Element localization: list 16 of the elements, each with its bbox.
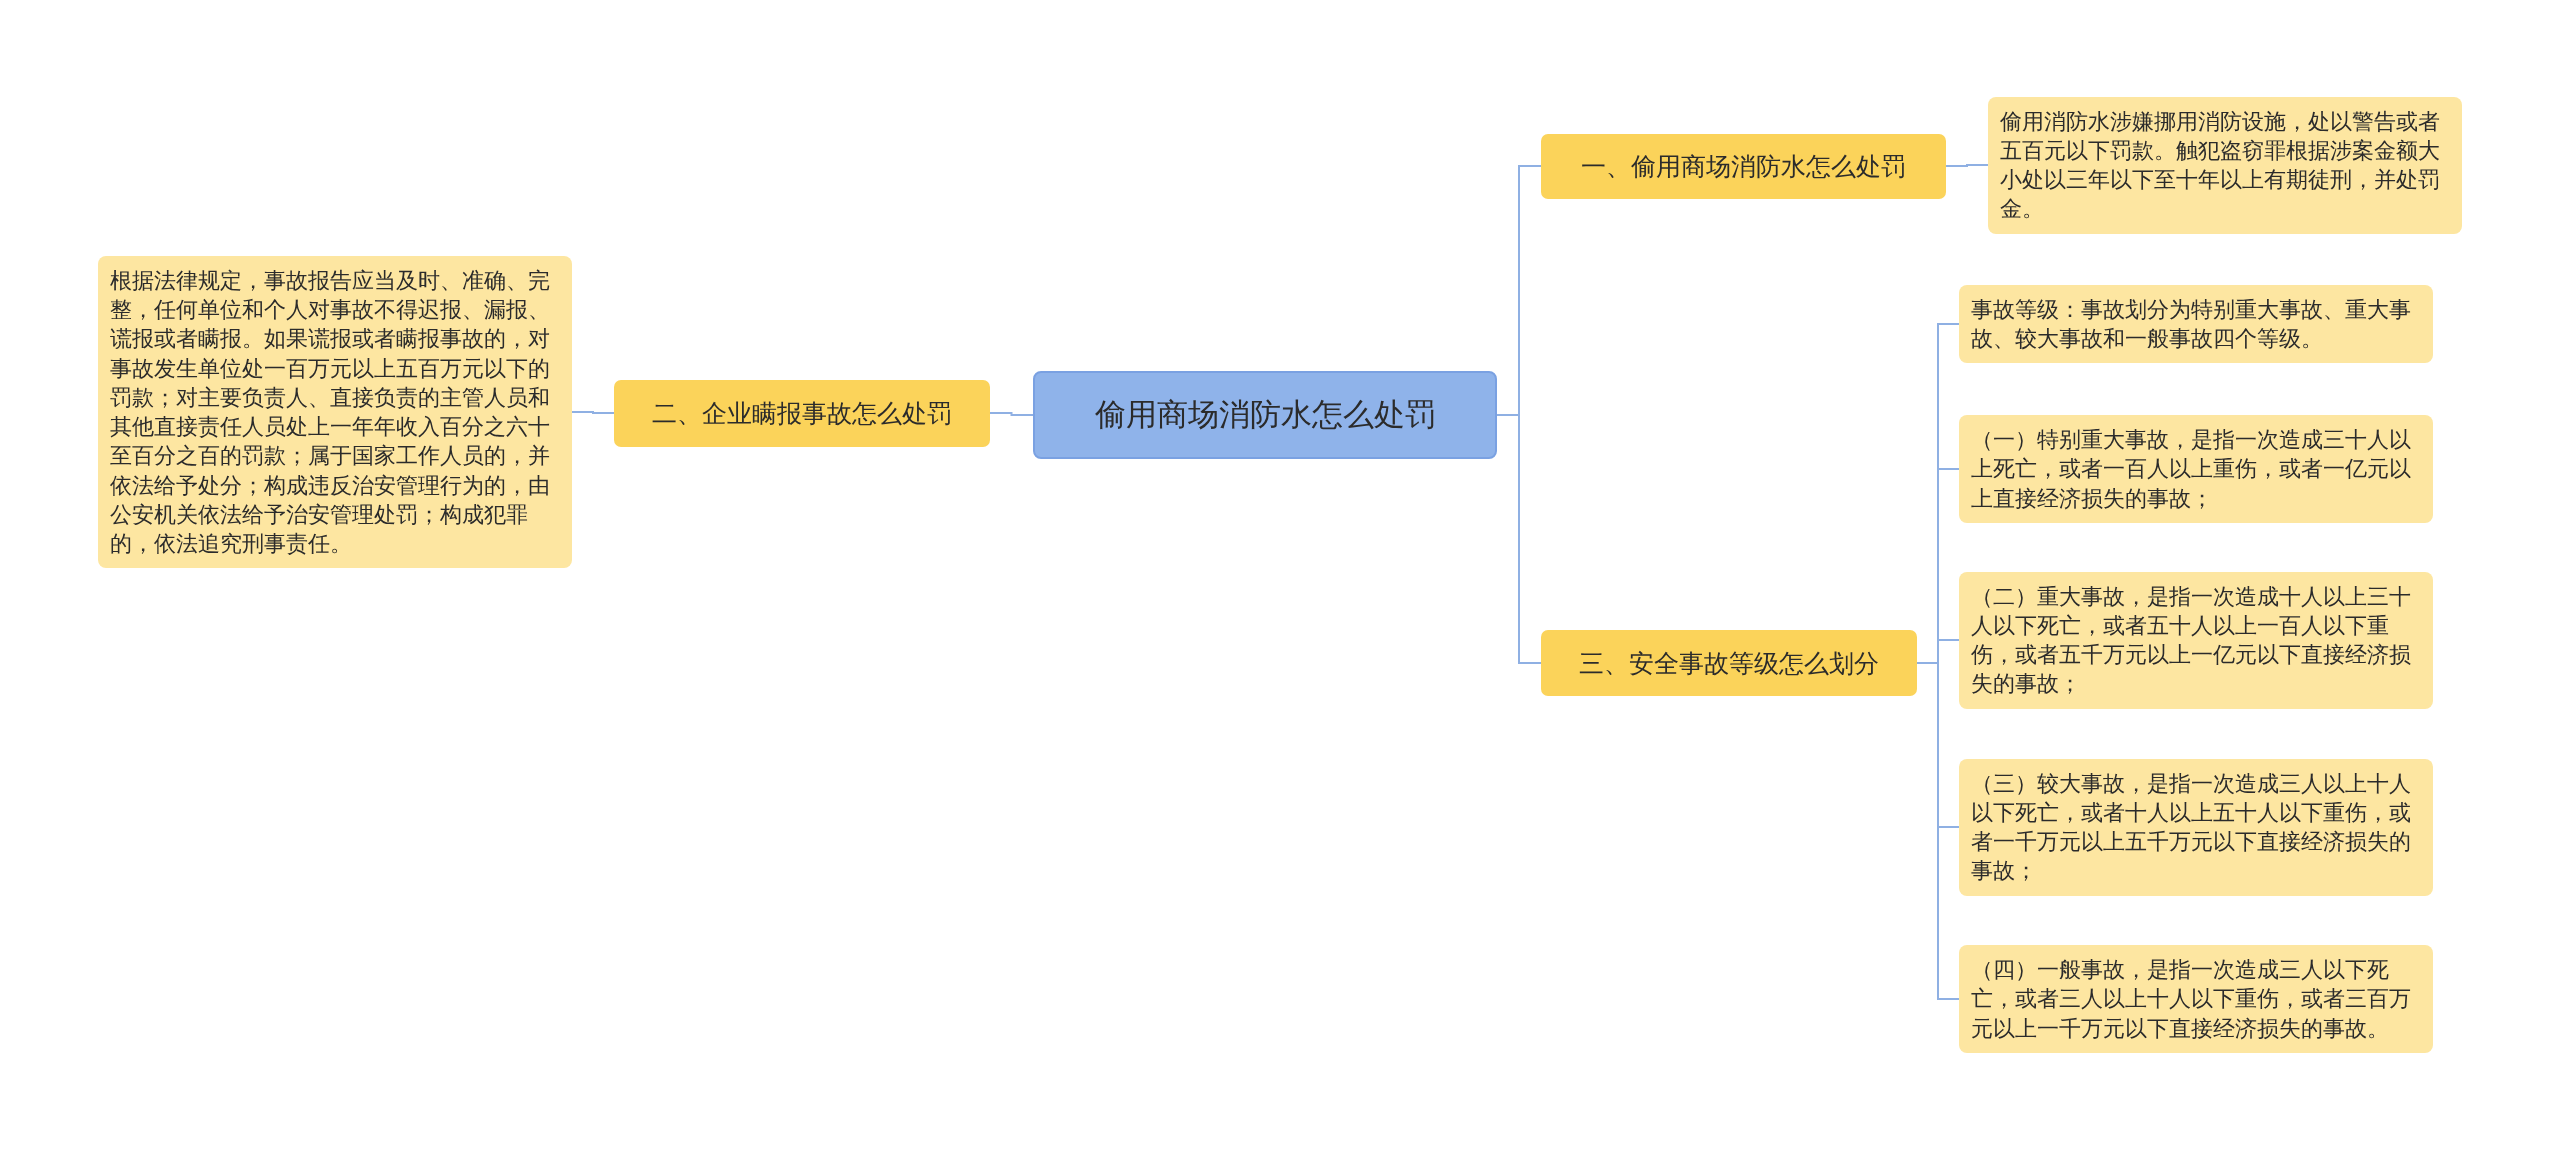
- central-topic-box: 偷用商场消防水怎么处罚: [1033, 371, 1497, 459]
- note-box: （四）一般事故，是指一次造成三人以下死亡，或者三人以上十人以下重伤，或者三百万元以上一千万元以下直接经济损失的事故。: [1959, 945, 2433, 1053]
- note-box: 偷用消防水涉嫌挪用消防设施，处以警告或者五百元以下罚款。触犯盗窃罪根据涉案金额大小处以三年以下至十年以上有期徒刑，并处罚金。: [1988, 96, 2462, 234]
- branch-topic-box: 二、企业瞒报事故怎么处罚: [614, 379, 990, 447]
- note-box: （三）较大事故，是指一次造成三人以上十人以下死亡，或者十人以上五十人以下重伤，或者一千万元以上五千万元以下直接经济损失的事故；: [1959, 758, 2433, 896]
- connector-line: [989, 412, 1034, 416]
- note-box: 根据法律规定，事故报告应当及时、准确、完整，任何单位和个人对事故不得迟报、漏报、谎报或者瞒报。如果谎报或者瞒报事故的，对事故发生单位处一百万元以上五百万元以下的罚款；对主要负责人、直接负责的主管人员和其他直接责任人员处上一年年收入百分之六十至百分之百的罚款；属于国家工作人员的，并依法给予处分；构成违反治安管理行为的，由公安机关依法给予治安管理处罚；构成犯罪的，依法追究刑事责任。: [98, 255, 572, 569]
- connector-line: [571, 411, 615, 414]
- connector-line: [1945, 164, 1989, 167]
- branch-topic-box: 一、偷用商场消防水怎么处罚: [1541, 133, 1946, 199]
- note-box: （一）特别重大事故，是指一次造成三十人以上死亡，或者一百人以上重伤，或者一亿元以上直接经济损失的事故；: [1959, 415, 2433, 523]
- note-box: 事故等级：事故划分为特别重大事故、重大事故、较大事故和一般事故四个等级。: [1959, 284, 2433, 364]
- connector-line: [1496, 414, 1542, 664]
- note-box: （二）重大事故，是指一次造成十人以上三十人以下死亡，或者五十人以上一百人以下重伤，或者五千万元以上一亿元以下直接经济损失的事故；: [1959, 571, 2433, 709]
- connector-line: [1916, 662, 1960, 1000]
- branch-topic-box: 三、安全事故等级怎么划分: [1541, 630, 1917, 696]
